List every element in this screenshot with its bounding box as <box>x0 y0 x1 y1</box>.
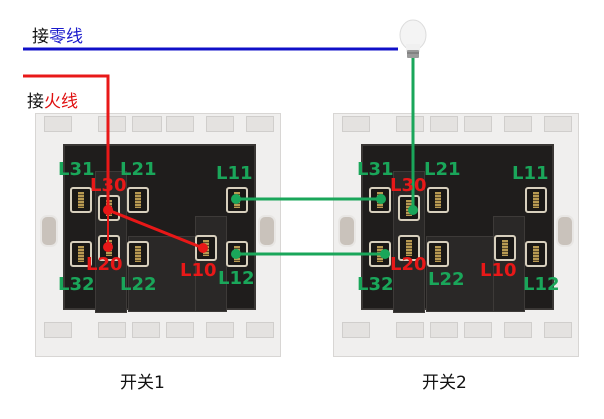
switch-2-caption: 开关2 <box>422 373 467 393</box>
switch-1-body <box>63 144 256 313</box>
plate-tab <box>98 116 126 132</box>
junction-dot <box>408 205 418 215</box>
plate-tab <box>430 116 458 132</box>
switch-2-label-L32: L32 <box>357 274 394 295</box>
plate-tab <box>342 116 370 132</box>
junction-dot <box>103 242 113 252</box>
switch-1-label-L30: L30 <box>90 175 127 196</box>
switch-1-caption: 开关1 <box>120 373 165 393</box>
switch-mechanism <box>195 216 227 312</box>
switch-1-terminal-L22 <box>127 241 149 267</box>
plate-tab <box>44 116 72 132</box>
mounting-slot <box>258 215 276 247</box>
plate-tab <box>342 322 370 338</box>
switch-2-label-L22: L22 <box>428 269 465 290</box>
plate-tab <box>246 116 274 132</box>
switch-2-terminal-L22 <box>427 241 449 267</box>
switch-1-plate <box>35 113 281 357</box>
plate-tab <box>464 322 492 338</box>
mounting-slot <box>338 215 356 247</box>
live-label-main: 火线 <box>44 92 78 112</box>
switch-2-label-L21: L21 <box>424 159 461 180</box>
switch-1-label-L32: L32 <box>58 274 95 295</box>
live-wire-label: 接火线 <box>27 87 78 112</box>
plate-tab <box>166 116 194 132</box>
switch-mechanism <box>493 216 525 312</box>
neutral-label-main: 零线 <box>49 27 83 47</box>
switch-2-label-L11: L11 <box>512 163 549 184</box>
mounting-slot <box>40 215 58 247</box>
neutral-label-prefix: 接 <box>32 27 49 47</box>
plate-tab <box>44 322 72 338</box>
junction-dot <box>198 243 208 253</box>
switch-1-terminal-L31 <box>70 187 92 213</box>
switch-2-terminal-L20 <box>398 235 420 261</box>
plate-tab <box>544 116 572 132</box>
light-bulb-icon <box>399 19 427 58</box>
plate-tab <box>544 322 572 338</box>
plate-tab <box>206 322 234 338</box>
switch-2-terminal-L10 <box>494 235 516 261</box>
junction-dot <box>103 205 113 215</box>
live-jumper-L30-L10 <box>107 208 204 250</box>
switch-1-terminal-L32 <box>70 241 92 267</box>
live-label-prefix: 接 <box>27 92 44 112</box>
plate-tab <box>132 322 160 338</box>
mounting-slot <box>556 215 574 247</box>
switch-1-terminal-L21 <box>127 187 149 213</box>
switch-2-terminal-L12 <box>525 241 547 267</box>
switch-2-label-L31: L31 <box>357 159 394 180</box>
plate-tab <box>504 116 532 132</box>
plate-tab <box>206 116 234 132</box>
plate-tab <box>98 322 126 338</box>
switch-2-label-L10: L10 <box>480 260 517 281</box>
live-wire <box>23 74 110 210</box>
plate-tab <box>464 116 492 132</box>
plate-tab <box>504 322 532 338</box>
junction-dot <box>376 194 386 204</box>
plate-tab <box>396 322 424 338</box>
switch-1-label-L21: L21 <box>120 159 157 180</box>
plate-tab <box>396 116 424 132</box>
plate-tab <box>166 322 194 338</box>
switch-2-label-L30: L30 <box>390 175 427 196</box>
junction-dot <box>231 194 241 204</box>
plate-tab <box>430 322 458 338</box>
plate-tab <box>246 322 274 338</box>
switch-2-label-L20: L20 <box>390 254 427 275</box>
switch-1-label-L12: L12 <box>218 268 255 289</box>
plate-tab <box>132 116 162 132</box>
neutral-wire-label: 接零线 <box>32 22 83 47</box>
junction-dot <box>380 249 390 259</box>
switch-1-label-L20: L20 <box>86 254 123 275</box>
switch-2-label-L12: L12 <box>523 274 560 295</box>
switch-1-label-L11: L11 <box>216 163 253 184</box>
switch-1-label-L31: L31 <box>58 159 95 180</box>
switch-1-label-L10: L10 <box>180 260 217 281</box>
switch-2-terminal-L11 <box>525 187 547 213</box>
switch-1-label-L22: L22 <box>120 274 157 295</box>
junction-dot <box>231 249 241 259</box>
switch-2-plate <box>333 113 579 357</box>
switch-2-terminal-L21 <box>427 187 449 213</box>
